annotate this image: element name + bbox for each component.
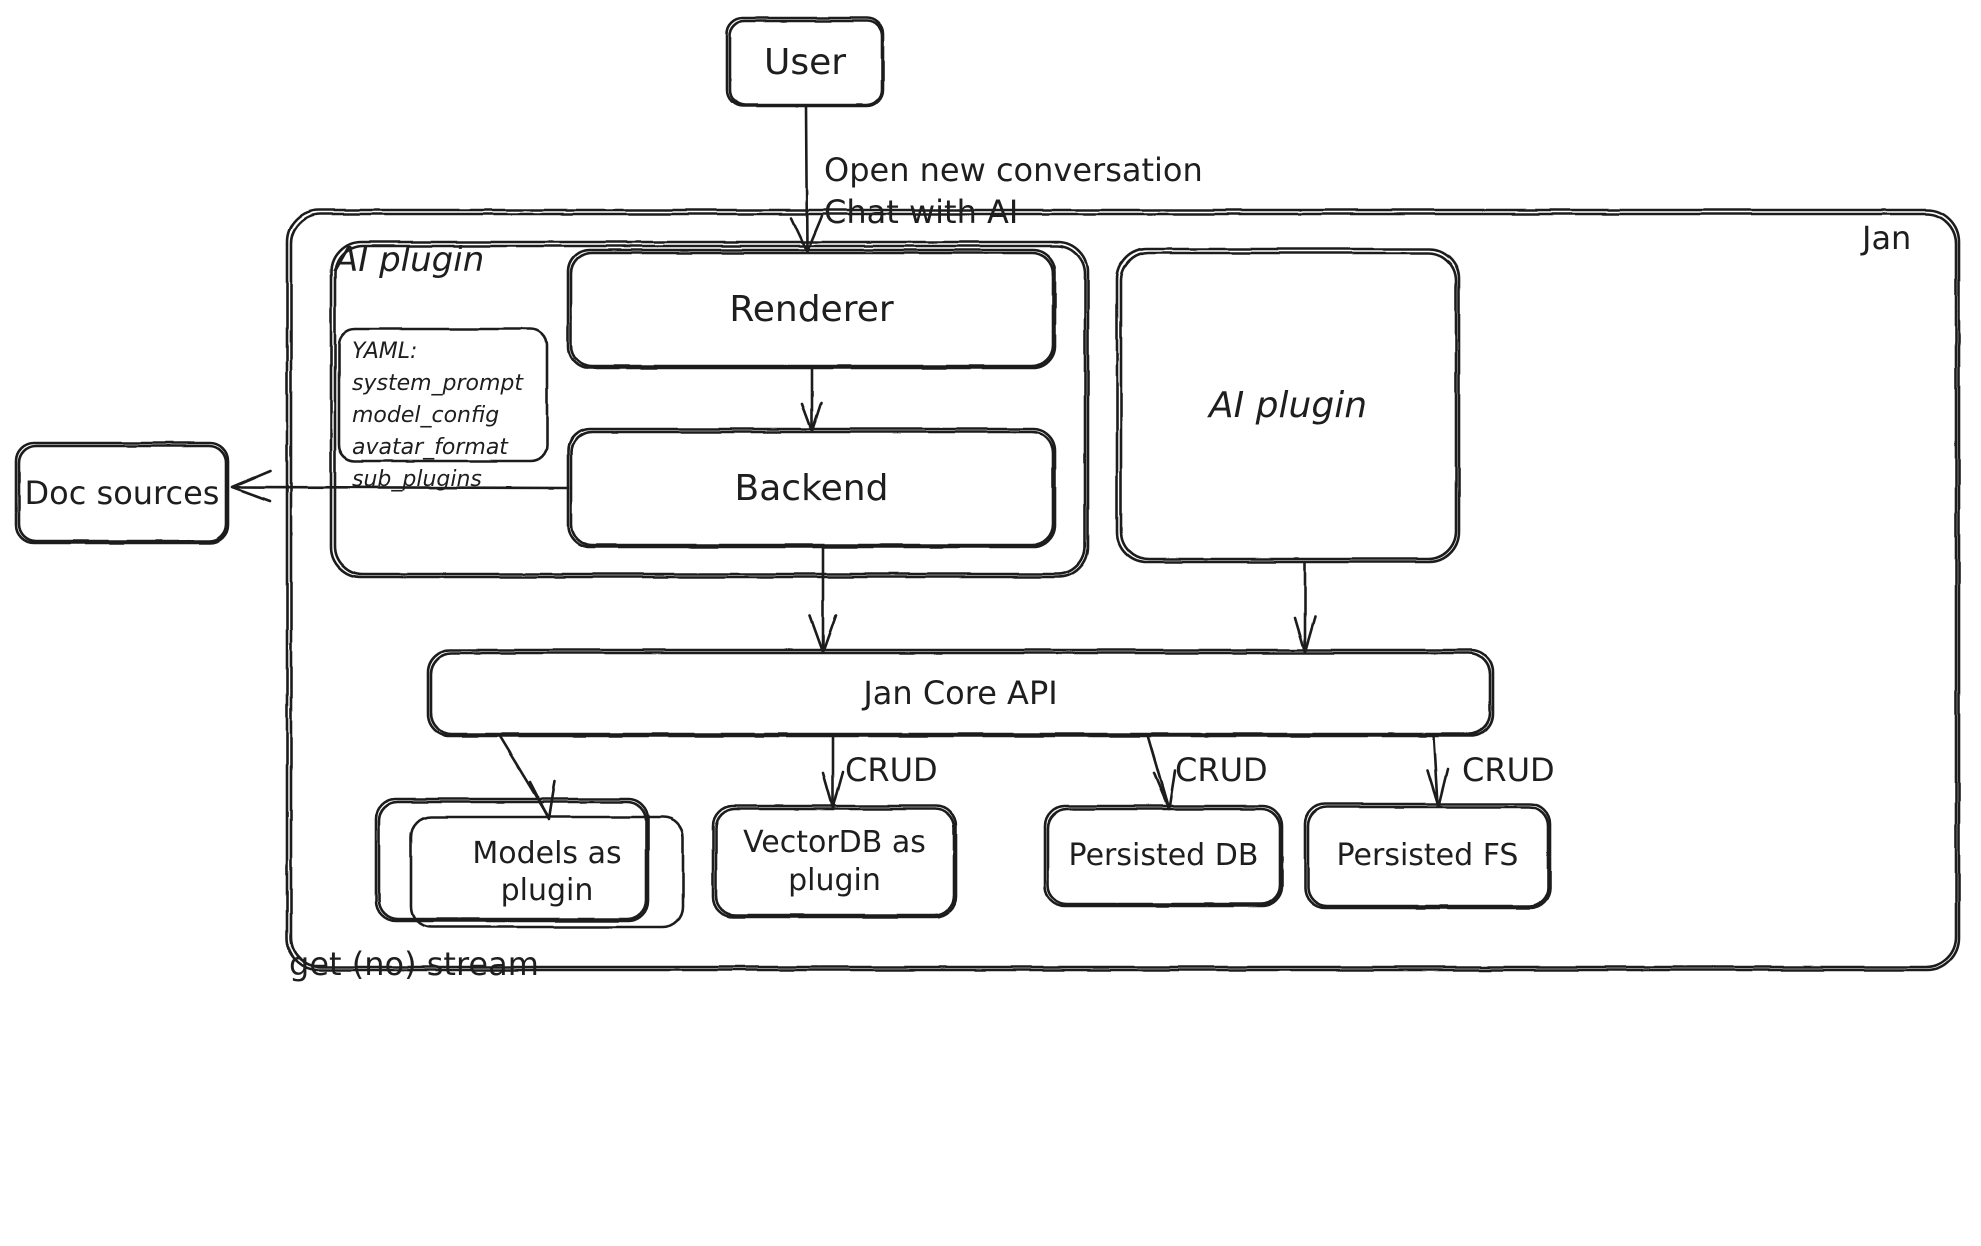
arrow-user-to-renderer bbox=[789, 105, 824, 254]
edge-label-crud-persisted-db: CRUD bbox=[1175, 751, 1268, 789]
persisted-db-box-stroke bbox=[1043, 804, 1284, 908]
node-ai-plugin-group-label: AI plugin bbox=[335, 240, 485, 280]
arrow-aiplugin-to-core bbox=[1293, 561, 1317, 654]
backend-box-stroke bbox=[566, 427, 1057, 549]
edge-label-crud-persisted-fs: CRUD bbox=[1462, 751, 1555, 789]
edge-label-user-to-renderer: Open new conversation Chat with AI bbox=[824, 151, 1203, 231]
node-yaml-config-list: YAML: system_prompt model_config avatar_… bbox=[352, 339, 524, 492]
jan-core-api-box-stroke bbox=[426, 648, 1495, 738]
vectordb-plugin-box-stroke bbox=[711, 804, 958, 919]
arrow-backend-to-core bbox=[808, 546, 838, 654]
persisted-fs-box-stroke bbox=[1303, 802, 1552, 910]
edge-label-crud-vectordb: CRUD bbox=[845, 751, 938, 789]
models-plugin-box-stroke bbox=[374, 797, 685, 929]
edge-label-get-no-stream: get (no) stream bbox=[289, 945, 539, 983]
arrow-backend-to-doc-sources bbox=[230, 469, 570, 503]
node-jan-container-label: Jan bbox=[1862, 219, 1912, 257]
arrow-core-to-vectordb bbox=[821, 735, 845, 810]
yaml-box-stroke bbox=[337, 327, 549, 463]
ai-plugin-group-stroke bbox=[329, 240, 1090, 579]
arrow-core-to-models bbox=[498, 735, 557, 821]
user-box-stroke bbox=[725, 16, 885, 108]
arrow-core-to-persisted-db bbox=[1146, 735, 1177, 811]
ai-plugin-right-box-stroke bbox=[1115, 247, 1461, 564]
arrow-core-to-persisted-fs bbox=[1426, 735, 1450, 808]
arrow-renderer-to-backend bbox=[800, 367, 823, 433]
doc-sources-box-stroke bbox=[14, 441, 230, 545]
renderer-box-stroke bbox=[566, 248, 1057, 370]
jan-container-stroke bbox=[285, 208, 1961, 972]
